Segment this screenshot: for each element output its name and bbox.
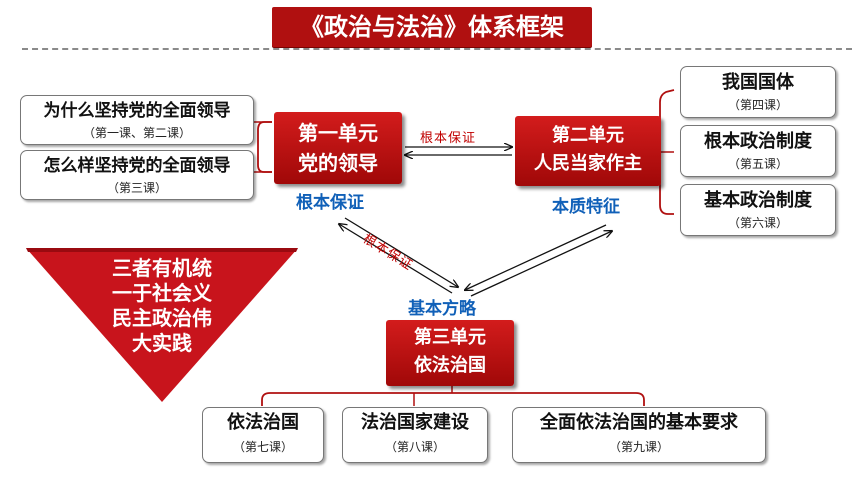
unit2-box: 第二单元 人民当家作主 (515, 116, 661, 186)
unit3-line2: 依法治国 (414, 355, 486, 376)
left-box-why-title: 为什么坚持党的全面领导 (43, 101, 231, 121)
left-bracket (257, 121, 272, 173)
left-box-how-sub: （第三课） (106, 181, 167, 195)
unit1-box: 第一单元 党的领导 (274, 112, 402, 184)
bottom-box-rule-of-law-title: 依法治国 (227, 412, 299, 433)
right-box-state-system-sub: （第四课） (727, 98, 788, 112)
triangle-line-2: 一于社会义 (112, 281, 212, 305)
bottom-box-state-building-title: 法治国家建设 (361, 412, 469, 433)
left-box-how: 怎么样坚持党的全面领导 （第三课） (20, 150, 254, 200)
bottom-box-requirements-sub: （第九课） (608, 440, 669, 454)
bottom-box-requirements-title: 全面依法治国的基本要求 (540, 412, 738, 433)
triangle-line-1: 三者有机统 (112, 256, 212, 280)
title-divider (22, 48, 852, 50)
unit3-line1: 第三单元 (414, 327, 486, 348)
arrow-diag-left-down (344, 217, 458, 287)
bottom-box-state-building: 法治国家建设 （第八课） (342, 407, 488, 463)
triangle-shape (26, 248, 298, 402)
right-box-fundamental-system: 根本政治制度 （第五课） (680, 125, 836, 177)
bottom-box-rule-of-law-sub: （第七课） (232, 440, 293, 454)
unit3-role-label: 基本方略 (408, 299, 476, 319)
left-box-why: 为什么坚持党的全面领导 （第一课、第二课） (20, 95, 254, 145)
arrow-diag-right-down (465, 224, 607, 290)
left-box-how-title: 怎么样坚持党的全面领导 (43, 156, 231, 176)
bottom-box-state-building-sub: （第八课） (384, 440, 445, 454)
right-box-state-system: 我国国体 （第四课） (680, 66, 836, 118)
right-box-basic-system-title: 基本政治制度 (704, 190, 812, 211)
right-box-state-system-title: 我国国体 (722, 72, 794, 93)
unit2-line2: 人民当家作主 (534, 153, 642, 174)
unit1-line2: 党的领导 (298, 151, 378, 175)
triangle-line-4: 大实践 (132, 331, 192, 355)
bottom-bracket (261, 392, 645, 406)
unit2-line1: 第二单元 (552, 125, 624, 146)
bottom-box-rule-of-law: 依法治国 （第七课） (202, 407, 324, 463)
page-title: 《政治与法治》体系框架 (272, 7, 592, 47)
arrow-top-label: 根本保证 (420, 131, 477, 146)
unit3-box: 第三单元 依法治国 (386, 320, 514, 386)
right-box-fundamental-system-sub: （第五课） (727, 157, 788, 171)
bottom-box-requirements: 全面依法治国的基本要求 （第九课） (512, 407, 766, 463)
triangle-text: 三者有机统 一于社会义 民主政治伟 大实践 (92, 256, 232, 356)
right-box-basic-system: 基本政治制度 （第六课） (680, 184, 836, 236)
unit1-line1: 第一单元 (298, 121, 378, 145)
triangle-shade (26, 248, 298, 252)
unit2-role-label: 本质特征 (552, 197, 620, 217)
arrow-diag-right-up (470, 231, 612, 297)
left-box-why-sub: （第一课、第二课） (82, 126, 191, 140)
right-box-basic-system-sub: （第六课） (727, 216, 788, 230)
right-box-fundamental-system-title: 根本政治制度 (704, 131, 812, 152)
unit1-role-label: 根本保证 (296, 193, 364, 213)
arrow-diag-left-up (339, 224, 453, 294)
triangle-line-3: 民主政治伟 (112, 306, 212, 330)
